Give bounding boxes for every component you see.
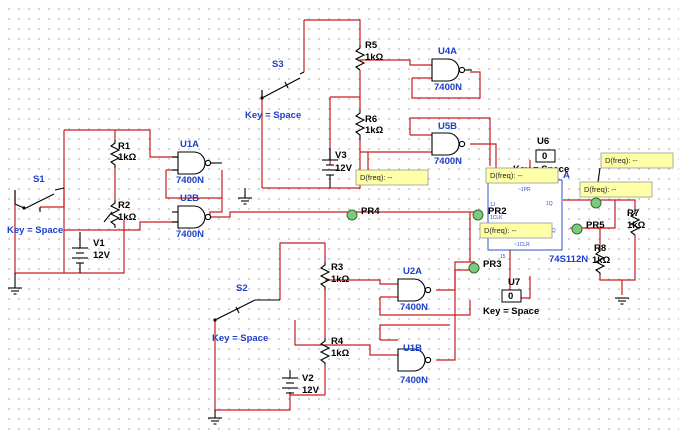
resistor-value: 1kΩ <box>118 212 137 223</box>
switch-s3[interactable]: S3 Key = Space <box>245 59 305 121</box>
gate-type: 7400N <box>176 175 204 186</box>
switch-s2[interactable]: S2 Key = Space <box>212 283 280 344</box>
probe-pr5[interactable]: PR5 <box>571 220 605 235</box>
gate-ref: U2B <box>180 193 199 204</box>
resistor-r2[interactable]: R2 1kΩ <box>103 200 137 228</box>
gate-type: 7400N <box>400 375 428 386</box>
dc-source-v2[interactable]: V2 12V <box>282 370 320 396</box>
digit-ref: U7 <box>508 277 520 288</box>
gate-type: 7400N <box>400 302 428 313</box>
probe-output-b[interactable]: D(freq): -- <box>579 181 653 209</box>
gate-ref: U2A <box>403 266 422 277</box>
probe-ref: PR4 <box>361 206 380 217</box>
digit-key: Key = Space <box>483 306 539 317</box>
probe-ref: PR3 <box>483 259 501 270</box>
gate-ref: U4A <box>438 46 457 57</box>
gate-ref: U5B <box>438 121 457 132</box>
switch-key: Key = Space <box>212 333 268 344</box>
probe-readout: D(freq): -- <box>490 171 523 180</box>
resistor-r3[interactable]: R3 1kΩ <box>319 262 350 290</box>
dc-source-v3[interactable]: V3 12V <box>322 148 353 188</box>
source-ref: V1 <box>93 238 105 249</box>
resistor-value: 1kΩ <box>118 152 137 163</box>
resistor-ref: R3 <box>331 262 343 273</box>
probe-readout: D(freq): -- <box>360 173 393 182</box>
resistor-ref: R6 <box>365 114 377 125</box>
source-value: 12V <box>93 250 111 261</box>
digit-value: 0 <box>542 151 547 162</box>
nand-gate-u5b[interactable]: U5B 7400N <box>431 121 466 167</box>
resistor-ref: R5 <box>365 40 378 51</box>
switch-ref: S1 <box>33 174 45 185</box>
resistor-ref: R1 <box>118 141 131 152</box>
jk-flipflop-74s112n[interactable]: ~1PR 1J 1CLK 1K ~1CLR 1Q ~1Q 16 15 A 74S… <box>487 170 588 265</box>
gate-ref: U1A <box>180 139 199 150</box>
pin-label: 1Q <box>546 201 553 207</box>
resistor-value: 1kΩ <box>331 348 350 359</box>
resistor-r7[interactable]: R7 1kΩ <box>627 208 646 236</box>
source-value: 12V <box>335 163 353 174</box>
switch-ref: S3 <box>272 59 284 70</box>
switch-key: Key = Space <box>7 225 63 236</box>
nand-gate-u1a[interactable]: U1A 7400N <box>172 139 222 186</box>
digit-u7[interactable]: 0 U7 Key = Space <box>483 277 539 317</box>
digit-value: 0 <box>508 291 513 302</box>
probe-readout: D(freq): -- <box>584 185 617 194</box>
probe-readout: D(freq): -- <box>605 156 638 165</box>
source-value: 12V <box>302 385 320 396</box>
resistor-ref: R2 <box>118 200 130 211</box>
resistor-r6[interactable]: R6 1kΩ <box>354 110 384 140</box>
resistor-value: 1kΩ <box>365 125 384 136</box>
dc-source-v1[interactable]: V1 12V <box>72 232 111 273</box>
resistor-value: 1kΩ <box>365 52 384 63</box>
flipflop-ref: A <box>563 170 570 181</box>
wires <box>14 19 636 411</box>
gate-ref: U1B <box>403 343 422 354</box>
source-ref: V2 <box>302 373 314 384</box>
nand-gate-u4a[interactable]: U4A 7400N <box>431 46 472 93</box>
switch-s1[interactable]: S1 Key = Space <box>7 174 65 236</box>
flipflop-type: 74S112N <box>549 254 588 265</box>
nand-gate-u2b[interactable]: U2B 7400N <box>172 193 212 240</box>
gate-type: 7400N <box>434 156 462 167</box>
digit-ref: U6 <box>537 136 549 147</box>
resistor-r1[interactable]: R1 1kΩ <box>109 140 137 168</box>
probe-pr2[interactable]: D(freq): -- PR2 <box>472 167 559 221</box>
pin-label: ~1CLR <box>514 242 530 248</box>
switch-key: Key = Space <box>245 110 301 121</box>
nand-gate-u1b[interactable]: U1B 7400N <box>397 343 432 386</box>
probe-pr4[interactable]: D(freq): -- PR4 <box>346 169 429 221</box>
resistor-ref: R4 <box>331 336 344 347</box>
gate-type: 7400N <box>434 82 462 93</box>
resistor-value: 1kΩ <box>627 220 646 231</box>
probe-ref: PR2 <box>488 206 506 217</box>
probe-readout: D(freq): -- <box>484 226 517 235</box>
probe-output-a[interactable]: D(freq): -- <box>597 152 674 183</box>
pin-label: ~1PR <box>518 187 531 193</box>
probe-pr3[interactable]: D(freq): -- PR3 <box>468 222 553 274</box>
resistor-r8[interactable]: R8 1kΩ <box>592 243 611 275</box>
gate-type: 7400N <box>176 229 204 240</box>
nand-gate-u2a[interactable]: U2A 7400N <box>397 266 432 313</box>
resistor-value: 1kΩ <box>592 255 611 266</box>
probe-ref: PR5 <box>586 220 605 231</box>
resistor-value: 1kΩ <box>331 274 350 285</box>
pin-label: 15 <box>500 254 506 260</box>
resistor-ref: R8 <box>594 243 606 254</box>
resistor-r4[interactable]: R4 1kΩ <box>319 336 350 365</box>
source-ref: V3 <box>335 150 347 161</box>
switch-ref: S2 <box>236 283 248 294</box>
pin-label: 1CLK <box>490 215 503 221</box>
ground-symbols <box>8 188 629 425</box>
pin-label: 1J <box>490 202 496 208</box>
resistor-ref: R7 <box>627 208 639 219</box>
resistor-r5[interactable]: R5 1kΩ <box>354 40 384 71</box>
